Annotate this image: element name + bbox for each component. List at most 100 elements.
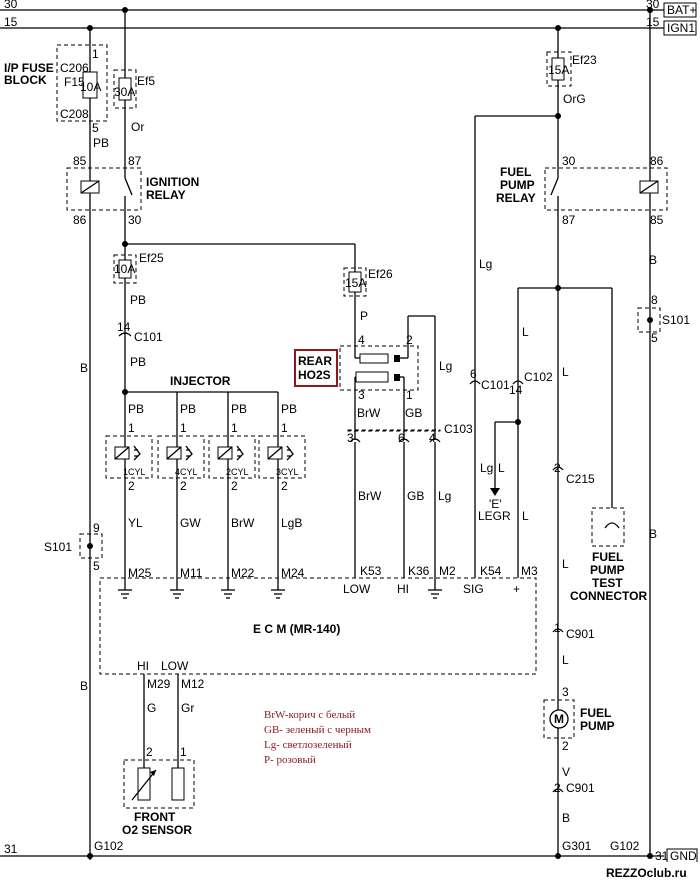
injector-pin-2: 2 (231, 479, 238, 493)
ho2s-pin-2: 2 (406, 333, 413, 347)
ef26-rating: 15A (345, 276, 366, 290)
injector-cyl-label: 3CYL (276, 467, 299, 477)
fp-relay-30: 30 (562, 154, 576, 168)
ign-relay-86: 86 (73, 213, 87, 227)
rc-c101-pin: 6 (470, 367, 477, 381)
fp-relay-title-3: RELAY (496, 191, 536, 205)
rail-31-num-left: 31 (4, 842, 18, 856)
rear-ho2s-title-2: HO2S (298, 368, 331, 382)
ip-fuse-block: I/P FUSE BLOCK 1 C206 F15 10A C208 5 PB (4, 25, 109, 160)
ho2s-pin-4: 4 (358, 333, 365, 347)
injector-pin-2: 2 (281, 479, 288, 493)
rc-c215-pin: 2 (554, 461, 561, 475)
front-o2-sensor: G Gr 2 1 FRONT O2 SENSOR (122, 674, 195, 837)
watermark-logo: REZZOclub.ru (606, 866, 687, 880)
rail-30-num-right: 30 (646, 0, 660, 11)
injector-wire: GW (180, 516, 201, 530)
ho2s-pin-3: 3 (358, 388, 365, 402)
injector-group: INJECTOR PB11CYL2YLM25PB14CYL2GWM11PB12C… (105, 374, 306, 599)
fuse-ef26: Ef26 15A P (343, 244, 393, 352)
fp-c901b: C901 (566, 781, 595, 795)
left-s101-p5: 5 (93, 559, 100, 573)
fr-g102: G102 (610, 839, 640, 853)
rc-c102-pin: 14 (509, 383, 523, 397)
rc-e-label: 'E' (489, 497, 502, 511)
legend-line-3: Lg- светлозеленый (264, 739, 352, 751)
fuse-block-conn-top: C206 (60, 61, 89, 75)
ecm: E C M (MR-140) K53 K36 M2 K54 M3 LOW HI … (99, 564, 538, 691)
c101-label-left: C101 (134, 330, 163, 344)
ign-relay-30: 30 (128, 213, 142, 227)
o2-pin-2: 2 (146, 745, 153, 759)
legend-line-4: P- розовый (264, 754, 316, 766)
fuse-block-pin-top: 1 (92, 47, 99, 61)
c103-wire-lg: Lg (438, 489, 451, 503)
injector-wire: LgB (281, 516, 302, 530)
ef23-rating: 15A (548, 63, 569, 77)
rail-30-num-left: 30 (4, 0, 18, 11)
fp-title-2: PUMP (580, 719, 615, 733)
ecm-pin-k53: K53 (360, 564, 382, 578)
c103-pin-3: 3 (347, 431, 354, 445)
ef5-wire: Or (131, 120, 144, 134)
rc-wire-lg2: Lg (480, 461, 493, 475)
ecm-pin-k36: K36 (408, 564, 430, 578)
test-conn-2: PUMP (590, 563, 625, 577)
rc-wire-l1: L (522, 325, 529, 339)
injector-top-wire: PB (231, 402, 247, 416)
rc-c102: C102 (524, 370, 553, 384)
c103-wire-brw: BrW (358, 489, 382, 503)
ef25-wire-2: PB (130, 355, 146, 369)
rail-30-label: BAT+ (667, 3, 696, 17)
rc-c215: C215 (566, 472, 595, 486)
injector-pin-1: 1 (231, 421, 238, 435)
test-conn-4: CONNECTOR (570, 589, 647, 603)
fr-s101: S101 (662, 313, 690, 327)
rear-ho2s-title-1: REAR (298, 354, 332, 368)
fp-relay-title-1: FUEL (500, 165, 531, 179)
ecm-hi-bot: HI (137, 659, 149, 673)
ecm-hi-top: HI (397, 582, 409, 596)
ef23-name: Ef23 (572, 53, 597, 67)
fuse-block-title-1: I/P FUSE (4, 61, 54, 75)
rc-wire-l4: L (522, 509, 529, 523)
fp-pin-2: 2 (562, 739, 569, 753)
rc-wire-l-mid: L (562, 557, 569, 571)
o2-wire-g: G (147, 701, 156, 715)
injector-pin-1: 1 (281, 421, 288, 435)
left-g102: G102 (94, 839, 124, 853)
ecm-pin-k54: K54 (480, 564, 502, 578)
legend-line-1: BrW-корич с белый (264, 709, 355, 721)
ecm-pin-m29: M29 (147, 677, 171, 691)
fp-motor-icon: M (554, 712, 564, 726)
ign-relay-87: 87 (128, 154, 142, 168)
left-ground-wire: B 9 5 S101 B G102 (44, 361, 124, 859)
injector-ecm-pin: M22 (231, 566, 255, 580)
ho2s-pin-1: 1 (406, 388, 413, 402)
c103-wire-gb: GB (407, 489, 424, 503)
injector-pin-1: 1 (128, 421, 135, 435)
rc-c101: C101 (481, 378, 510, 392)
left-wire-b2: B (80, 679, 88, 693)
rc-wire-l3: L (498, 461, 505, 475)
ecm-low-bot: LOW (161, 659, 189, 673)
fuse-ef25: Ef25 10A PB 14 C101 PB (113, 241, 355, 369)
o2-title-1: FRONT (134, 810, 176, 824)
injector-title: INJECTOR (170, 374, 231, 388)
injector-pin-2: 2 (128, 479, 135, 493)
rail-15: 15 15 IGN1 (0, 15, 697, 36)
injector-ecm-pin: M11 (180, 566, 203, 580)
fp-pin-3: 3 (562, 685, 569, 699)
ecm-sig: SIG (463, 582, 484, 596)
test-conn-3: TEST (592, 576, 623, 590)
fp-title-1: FUEL (580, 706, 611, 720)
rear-ho2s: REAR HO2S 4 2 3 1 Lg BrW GB 3 6 4 C103 (294, 315, 473, 599)
c101-pin-14: 14 (117, 320, 131, 334)
fr-s101-p8: 8 (651, 293, 658, 307)
left-s101-label: S101 (44, 540, 72, 554)
o2-title-2: O2 SENSOR (122, 823, 192, 837)
